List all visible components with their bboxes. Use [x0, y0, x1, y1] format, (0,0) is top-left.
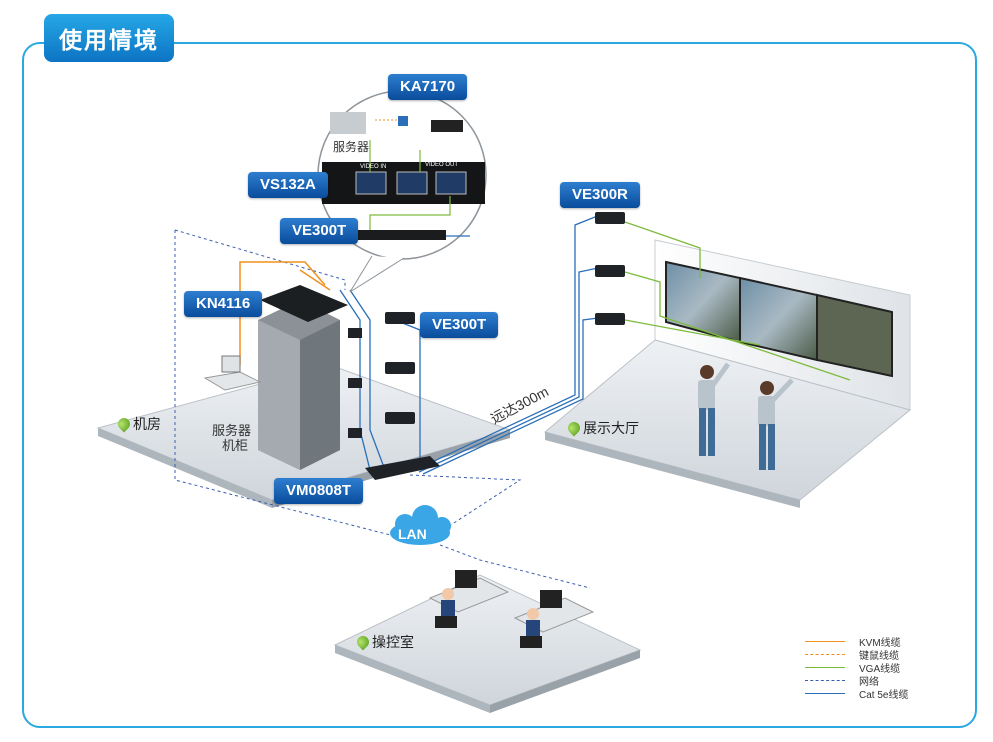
- callout-ve300r: VE300R: [560, 182, 640, 208]
- room-control: 操控室: [354, 632, 414, 652]
- room-machine: 机房: [115, 414, 161, 434]
- callout-vm0808t: VM0808T: [274, 478, 364, 504]
- operator-desk-2: [513, 590, 595, 648]
- operator-desk-1: [428, 570, 510, 628]
- callout-ve300t-zoom: VE300T: [280, 218, 359, 244]
- network-lines: [174, 229, 591, 589]
- room-display-label: 展示大厅: [583, 420, 639, 436]
- callout-ve300t-rack: VE300T: [420, 312, 499, 338]
- person-2: [758, 378, 794, 470]
- legend: KVM线缆 键鼠线缆 VGA线缆 网络 Cat 5e线缆: [805, 635, 908, 701]
- person-1: [698, 362, 731, 456]
- callout-ka7170: KA7170: [388, 74, 468, 100]
- legend-item: 网络: [805, 674, 908, 688]
- video-in-label: VIDEO IN: [360, 164, 387, 170]
- video-out-label: VIDEO OUT: [425, 162, 459, 168]
- legend-item: KVM线缆: [805, 635, 908, 649]
- server-label: 服务器: [333, 140, 370, 154]
- location-pin-icon: [565, 419, 583, 437]
- location-pin-icon: [115, 415, 133, 433]
- location-pin-icon: [354, 633, 372, 651]
- content-frame: [22, 42, 977, 728]
- cat5e-cables: [339, 214, 601, 475]
- workstation: [203, 355, 262, 391]
- lan-cloud: [390, 505, 451, 545]
- callout-kn4116: KN4116: [184, 291, 263, 317]
- rack-devices: [348, 212, 625, 480]
- lan-label: LAN: [398, 526, 427, 542]
- video-wall: [665, 260, 893, 378]
- room-control-label: 操控室: [372, 634, 414, 650]
- legend-item: Cat 5e线缆: [805, 687, 908, 701]
- room-machine-label: 机房: [133, 416, 161, 432]
- room-display-hall: 展示大厅: [565, 418, 639, 438]
- server-rack: [258, 285, 348, 470]
- zoom-bubble: [317, 90, 487, 293]
- callout-vs132a: VS132A: [248, 172, 328, 198]
- rack-label-line2: 机柜: [222, 438, 249, 453]
- section-title: 使用情境: [44, 14, 174, 62]
- legend-item: VGA线缆: [805, 661, 908, 675]
- legend-item: 键鼠线缆: [805, 648, 908, 662]
- rack-label-line1: 服务器: [212, 423, 252, 438]
- vga-cables: [624, 221, 851, 381]
